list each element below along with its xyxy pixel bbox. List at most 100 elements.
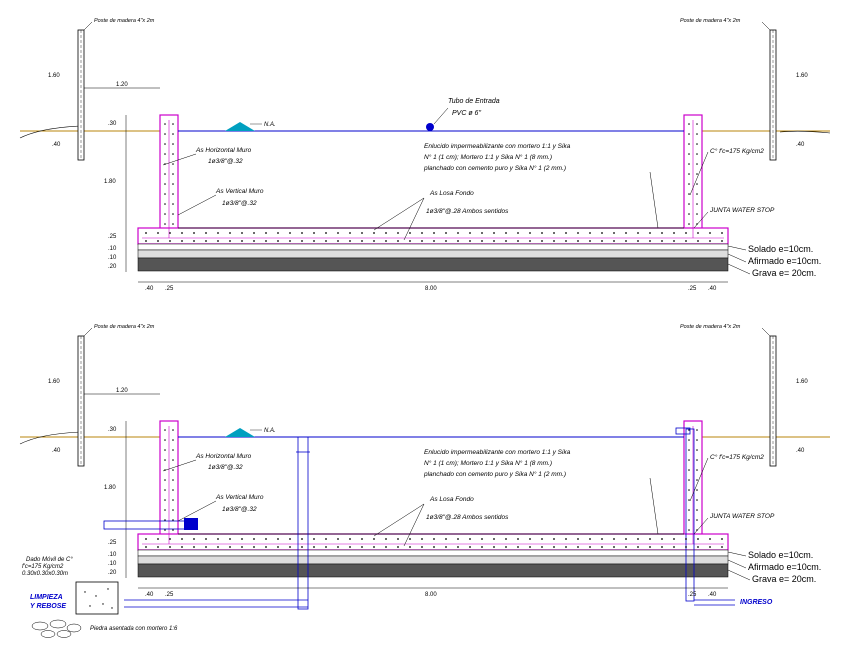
rebar-dot: [696, 429, 698, 431]
dim-ground: .40: [796, 448, 805, 454]
rebar-dot: [181, 232, 183, 234]
rebar-dot: [696, 173, 698, 175]
rebar-dot: [688, 143, 690, 145]
rebar-dot: [696, 133, 698, 135]
rebar-dot: [229, 240, 231, 242]
rebar-dot: [164, 193, 166, 195]
rebar-dot: [172, 143, 174, 145]
rebar-dot: [313, 546, 315, 548]
rebar-dot: [481, 232, 483, 234]
tank-concrete: [137, 420, 729, 551]
rebar-dot: [721, 538, 723, 540]
rebar-dot: [172, 519, 174, 521]
rebar-dot: [164, 499, 166, 501]
rebar-dot: [172, 449, 174, 451]
rebar-dot: [517, 538, 519, 540]
pipe-size: PVC ø 6": [452, 110, 481, 117]
rebar-dot: [349, 232, 351, 234]
slab-spec: 1ø3/8"@.28 Ambos sentidos: [426, 514, 509, 521]
rebar-dot: [625, 538, 627, 540]
rebar-dot: [553, 232, 555, 234]
rebar-dot: [181, 546, 183, 548]
rebar-dot: [697, 538, 699, 540]
post-label: Poste de madera 4"x 2m: [680, 324, 741, 330]
dim-slab: .25: [108, 540, 117, 546]
rebar-dot: [337, 538, 339, 540]
rebar-dot: [277, 240, 279, 242]
overflow-pipe: [296, 436, 310, 610]
rebar-dot: [253, 232, 255, 234]
layer-label-solado: Solado e=10cm.: [748, 244, 813, 254]
dim-wall-height: 1.80: [104, 485, 116, 491]
rebar-dot: [697, 546, 699, 548]
rebar-dot: [193, 232, 195, 234]
rebar-dot: [541, 538, 543, 540]
rebar-dot: [696, 479, 698, 481]
rebar-dot: [688, 193, 690, 195]
wall-horizontal-spec: 1ø3/8"@.32: [208, 464, 243, 471]
rebar-dot: [337, 232, 339, 234]
rebar-dot: [709, 240, 711, 242]
rebar-dot: [673, 240, 675, 242]
rebar-dot: [164, 449, 166, 451]
post-label: Poste de madera 4"x 2m: [94, 18, 155, 24]
rebar-dot: [709, 546, 711, 548]
rebar-dot: [685, 546, 687, 548]
rebar-dot: [457, 232, 459, 234]
rebar-dot: [541, 546, 543, 548]
plaster-note-line2: N° 1 (1 cm); Mortero 1:1 y Sika N° 1 (8 …: [424, 153, 552, 161]
rebar-dot: [253, 546, 255, 548]
rebar-dot: [589, 240, 591, 242]
rebar-dot: [385, 232, 387, 234]
rebar-dot: [553, 240, 555, 242]
rebar-dot: [709, 538, 711, 540]
rebar-dots: [145, 123, 723, 548]
rebar-dot: [589, 232, 591, 234]
rebar-dot: [397, 240, 399, 242]
rebar-dot: [361, 232, 363, 234]
rebar-dot: [649, 538, 651, 540]
rebar-dot: [613, 232, 615, 234]
rebar-dot: [589, 538, 591, 540]
rebar-dot: [445, 546, 447, 548]
rebar-dot: [577, 240, 579, 242]
rebar-dot: [433, 240, 435, 242]
rebar-dot: [688, 449, 690, 451]
rebar-dot: [577, 232, 579, 234]
rebar-dot: [696, 489, 698, 491]
rebar-dot: [661, 240, 663, 242]
rebar-dot: [625, 232, 627, 234]
rebar-dot: [421, 546, 423, 548]
rebar-dot: [169, 240, 171, 242]
dim-top: .30: [108, 427, 117, 433]
rebar-dot: [721, 240, 723, 242]
rebar-dot: [696, 509, 698, 511]
rebar-dot: [517, 546, 519, 548]
rebar-dot: [553, 546, 555, 548]
rebar-dot: [164, 529, 166, 531]
dim-right-wall: .25: [688, 592, 697, 598]
slab-label: As Losa Fondo: [429, 190, 474, 197]
rebar-dot: [145, 538, 147, 540]
rebar-dot: [688, 183, 690, 185]
rebar-dot: [277, 546, 279, 548]
wall-vertical-label: As Vertical Muro: [215, 188, 264, 195]
rebar-dot: [721, 546, 723, 548]
rebar-dot: [565, 240, 567, 242]
dim-wall-height: 1.80: [104, 179, 116, 185]
rebar-dot: [193, 538, 195, 540]
rebar-dot: [313, 240, 315, 242]
rebar-dot: [688, 429, 690, 431]
rebar-dot: [696, 123, 698, 125]
rebar-dot: [673, 232, 675, 234]
rebar-dot: [696, 163, 698, 165]
rebar-dot: [157, 538, 159, 540]
rebar-dot: [172, 203, 174, 205]
rebar-dot: [421, 240, 423, 242]
dim-layer3: .20: [108, 570, 117, 576]
dim-post-height: 1.60: [796, 379, 808, 385]
rebar-dot: [164, 459, 166, 461]
wall-horizontal-label: As Horizontal Muro: [195, 453, 252, 460]
rebar-dot: [601, 546, 603, 548]
